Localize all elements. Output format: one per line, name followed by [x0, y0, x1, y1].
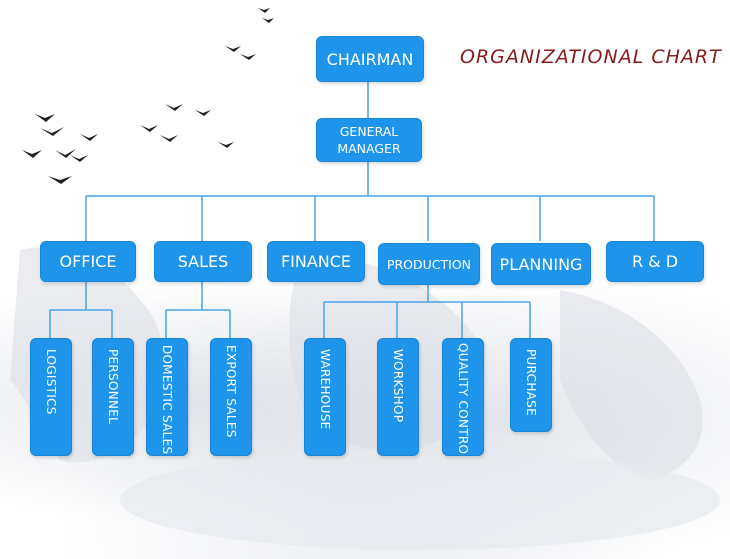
- node-quality-control-label: QUALITY CONTRO: [456, 343, 470, 455]
- node-rnd[interactable]: R & D: [606, 241, 704, 282]
- node-chairman[interactable]: CHAIRMAN: [316, 36, 424, 82]
- node-personnel[interactable]: PERSONNEL: [92, 338, 134, 456]
- node-workshop[interactable]: WORKSHOP: [377, 338, 419, 456]
- node-warehouse-label: WAREHOUSE: [318, 349, 332, 430]
- node-general-manager[interactable]: GENERAL MANAGER: [316, 118, 422, 162]
- chart-title: ORGANIZATIONAL CHART: [460, 46, 722, 68]
- node-domestic-sales[interactable]: DOMESTIC SALES: [146, 338, 188, 456]
- birds-decoration: [22, 8, 274, 184]
- node-warehouse[interactable]: WAREHOUSE: [304, 338, 346, 456]
- node-purchase[interactable]: PURCHASE: [510, 338, 552, 432]
- node-logistics-label: LOGISTICS: [44, 349, 58, 415]
- node-logistics[interactable]: LOGISTICS: [30, 338, 72, 456]
- node-finance[interactable]: FINANCE: [267, 241, 365, 282]
- node-workshop-label: WORKSHOP: [391, 349, 405, 423]
- node-export-sales-label: EXPORT SALES: [224, 345, 238, 438]
- node-planning[interactable]: PLANNING: [491, 243, 591, 285]
- node-quality-control[interactable]: QUALITY CONTRO: [442, 338, 484, 456]
- node-office[interactable]: OFFICE: [40, 241, 136, 282]
- node-export-sales[interactable]: EXPORT SALES: [210, 338, 252, 456]
- node-purchase-label: PURCHASE: [524, 349, 538, 416]
- node-production[interactable]: PRODUCTION: [378, 243, 480, 285]
- node-personnel-label: PERSONNEL: [106, 349, 120, 425]
- node-sales[interactable]: SALES: [154, 241, 252, 282]
- node-domestic-sales-label: DOMESTIC SALES: [160, 345, 174, 455]
